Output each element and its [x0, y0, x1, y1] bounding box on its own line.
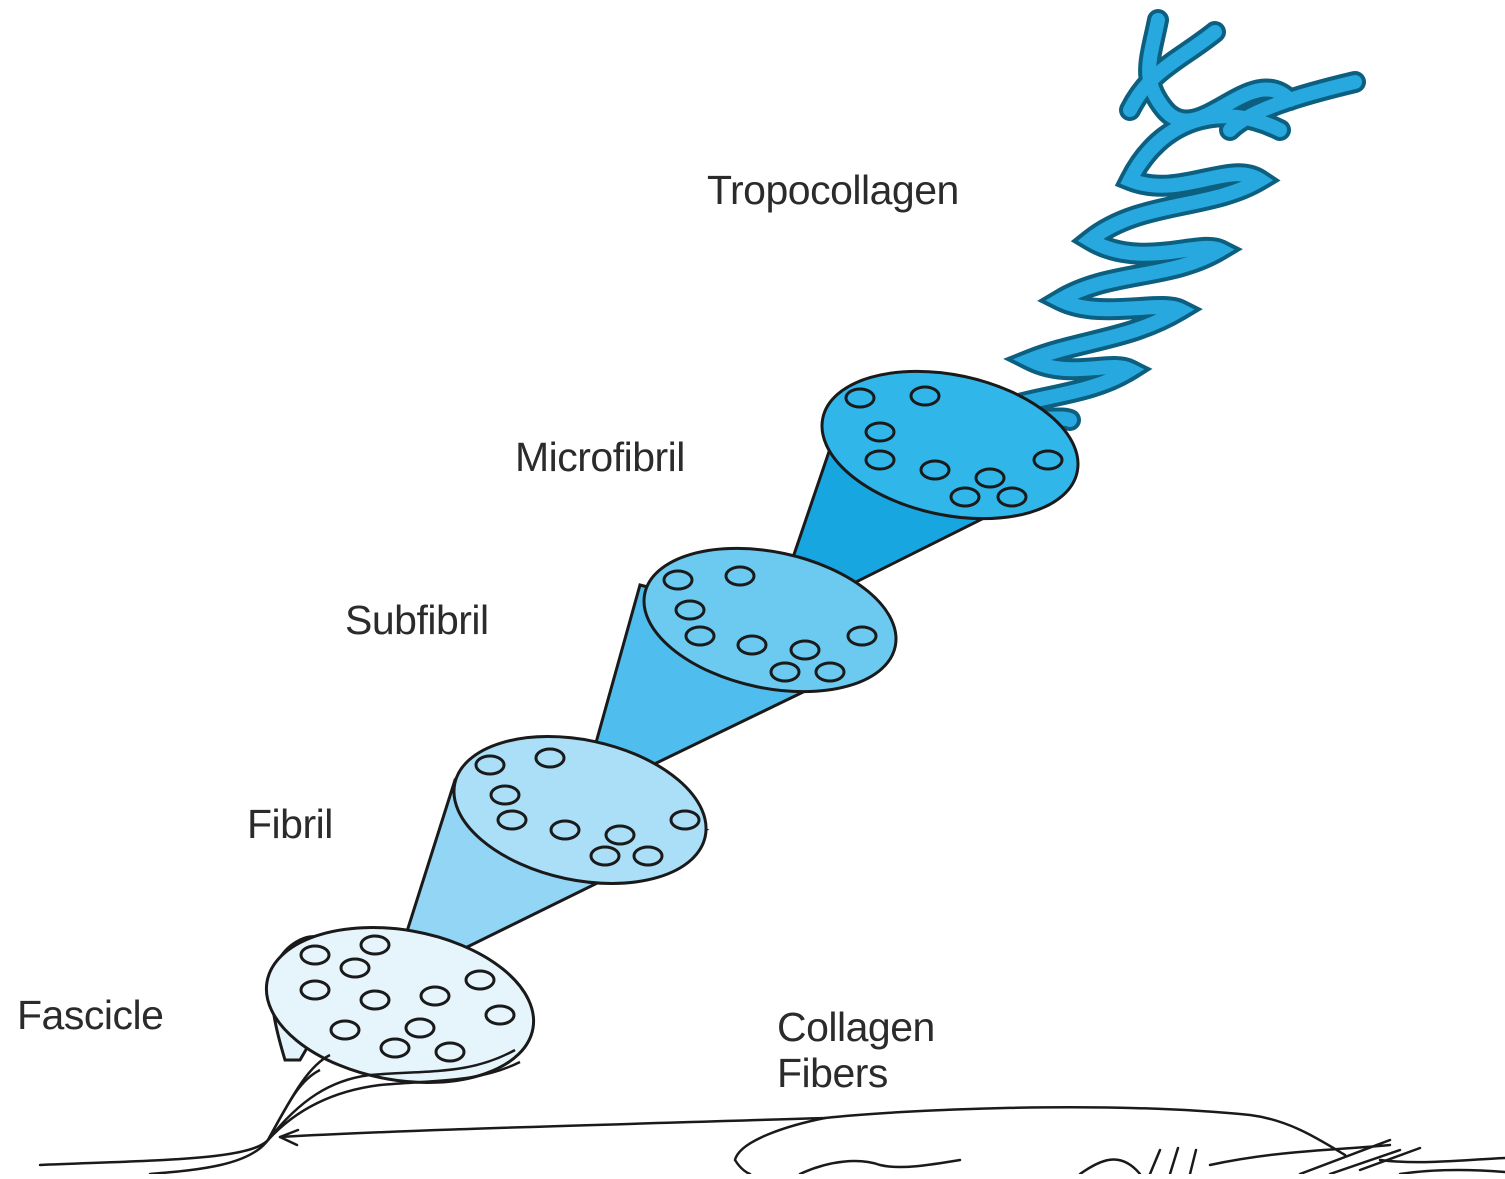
label-collagen-fibers: Collagen Fibers	[777, 1004, 935, 1096]
tropocollagen-helix	[1000, 20, 1355, 420]
label-fascicle: Fascicle	[17, 991, 163, 1040]
label-tropocollagen: Tropocollagen	[707, 166, 959, 215]
fascicle-bundle	[254, 908, 546, 1140]
label-collagen-fibers-line2: Fibers	[777, 1050, 935, 1096]
label-microfibril: Microfibril	[515, 433, 685, 482]
label-subfibril: Subfibril	[345, 596, 489, 645]
collagen-fibers-sketch	[40, 1107, 1505, 1174]
label-collagen-fibers-line1: Collagen	[777, 1004, 935, 1050]
label-fibril: Fibril	[247, 800, 333, 849]
